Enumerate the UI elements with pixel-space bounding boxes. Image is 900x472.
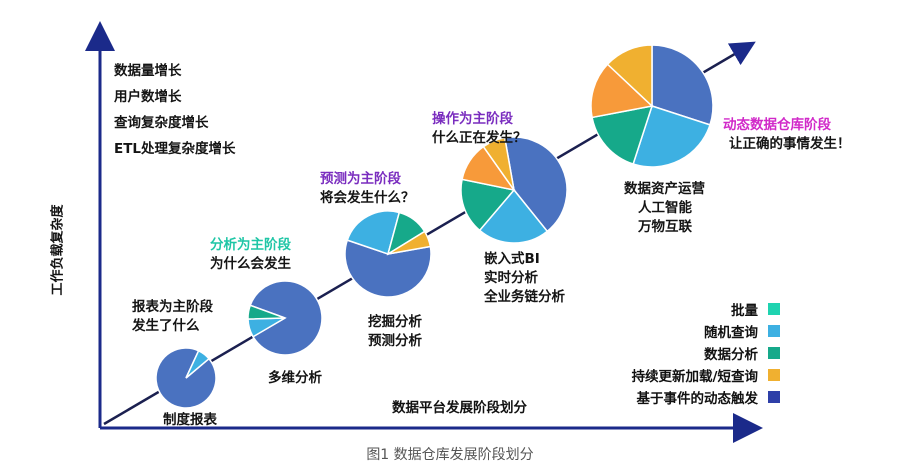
- pie-slice: [606, 44, 653, 108]
- legend-item-event-trigger: 基于事件的动态触发: [590, 386, 780, 408]
- tech-3-2: 全业务链分析: [484, 289, 565, 305]
- legend: 批量 随机查询 数据分析 持续更新加载/短查询 基于事件的动态触发: [590, 298, 780, 408]
- legend-label: 随机查询: [704, 325, 758, 341]
- stage-2-head: 分析为主阶段: [210, 237, 291, 253]
- stage-1-sub: 发生了什么: [132, 318, 200, 334]
- diagram-subtitle: 数据平台发展阶段划分: [392, 400, 527, 416]
- pie-slice: [460, 178, 516, 232]
- legend-swatch: [768, 391, 780, 403]
- legend-swatch: [768, 347, 780, 359]
- tech-4-0: 数据资产运营: [624, 181, 705, 197]
- pie-slice: [247, 304, 286, 320]
- tech-4-1: 人工智能: [638, 200, 692, 216]
- pie-slice: [632, 105, 711, 168]
- workload-factors-list: 数据量增长 用户数增长 查询复杂度增长 ETL处理复杂度增长: [114, 62, 236, 159]
- tech-3-1: 实时分析: [484, 270, 538, 286]
- legend-label: 批量: [731, 303, 758, 319]
- figure-caption: 图1 数据仓库发展阶段划分: [366, 447, 534, 463]
- pie-slice: [249, 280, 323, 356]
- pie-slice: [478, 188, 549, 244]
- tech-stage-1: 多维分析: [268, 369, 322, 388]
- y-axis-label: 工作负载复杂度: [50, 204, 66, 296]
- stage-4-sub: 什么正在发生？: [432, 130, 527, 146]
- stage-3-head: 预测为主阶段: [320, 171, 401, 187]
- stage-2-sub: 为什么会发生: [210, 256, 291, 272]
- factor-data-volume: 数据量增长: [114, 63, 182, 79]
- legend-item-continuous-update: 持续更新加载/短查询: [590, 364, 780, 386]
- legend-label: 持续更新加载/短查询: [631, 369, 758, 385]
- legend-swatch: [768, 325, 780, 337]
- stage-pie-3: [460, 136, 568, 244]
- stage-4-head: 操作为主阶段: [432, 111, 513, 127]
- pie-slice: [482, 136, 515, 191]
- tech-stage-4: 数据资产运营 人工智能 万物互联: [624, 180, 705, 237]
- stage-5-label: 动态数据仓库阶段 让正确的事情发生！: [723, 116, 851, 154]
- legend-item-batch: 批量: [590, 298, 780, 320]
- tech-stage-0: 制度报表: [163, 411, 217, 430]
- legend-label: 数据分析: [704, 347, 758, 363]
- stage-1-label: 报表为主阶段 发生了什么: [132, 298, 213, 336]
- tech-2-1: 预测分析: [368, 333, 422, 349]
- legend-item-random-query: 随机查询: [590, 320, 780, 342]
- tech-stage-2: 挖掘分析 预测分析: [368, 313, 422, 351]
- pie-slice: [346, 210, 401, 255]
- pie-slice: [591, 105, 654, 165]
- stage-3-label: 预测为主阶段 将会发生什么？: [320, 170, 415, 208]
- legend-item-data-analysis: 数据分析: [590, 342, 780, 364]
- stage-1-head: 报表为主阶段: [132, 299, 213, 315]
- stage-5-sub: 让正确的事情发生！: [729, 136, 851, 152]
- stage-pie-1: [247, 280, 323, 356]
- tech-0-0: 制度报表: [163, 412, 217, 428]
- tech-2-0: 挖掘分析: [368, 314, 422, 330]
- stage-5-head: 动态数据仓库阶段: [723, 117, 831, 133]
- pie-slice: [590, 63, 654, 119]
- tech-1-0: 多维分析: [268, 370, 322, 386]
- stage-2-label: 分析为主阶段 为什么会发生: [210, 236, 291, 274]
- factor-query-complexity: 查询复杂度增长: [114, 115, 209, 131]
- stage-pie-2: [344, 210, 432, 298]
- stage-4-label: 操作为主阶段 什么正在发生？: [432, 110, 527, 148]
- legend-swatch: [768, 303, 780, 315]
- pie-slice: [344, 239, 432, 298]
- pie-slice: [387, 230, 432, 255]
- tech-stage-3: 嵌入式BI 实时分析 全业务链分析: [484, 250, 565, 307]
- pie-slice: [503, 136, 568, 233]
- stage-3-sub: 将会发生什么？: [320, 190, 415, 206]
- pie-slice: [185, 349, 211, 379]
- stage-pie-0: [155, 347, 217, 409]
- tech-3-0: 嵌入式BI: [484, 251, 540, 267]
- tech-4-2: 万物互联: [638, 219, 692, 235]
- legend-label: 基于事件的动态触发: [636, 391, 759, 407]
- factor-etl-complexity: ETL处理复杂度增长: [114, 141, 236, 157]
- factor-user-count: 用户数增长: [114, 89, 182, 105]
- pie-slice: [651, 44, 714, 126]
- legend-swatch: [768, 369, 780, 381]
- stage-pies: [155, 44, 714, 409]
- stage-pie-4: [590, 44, 714, 168]
